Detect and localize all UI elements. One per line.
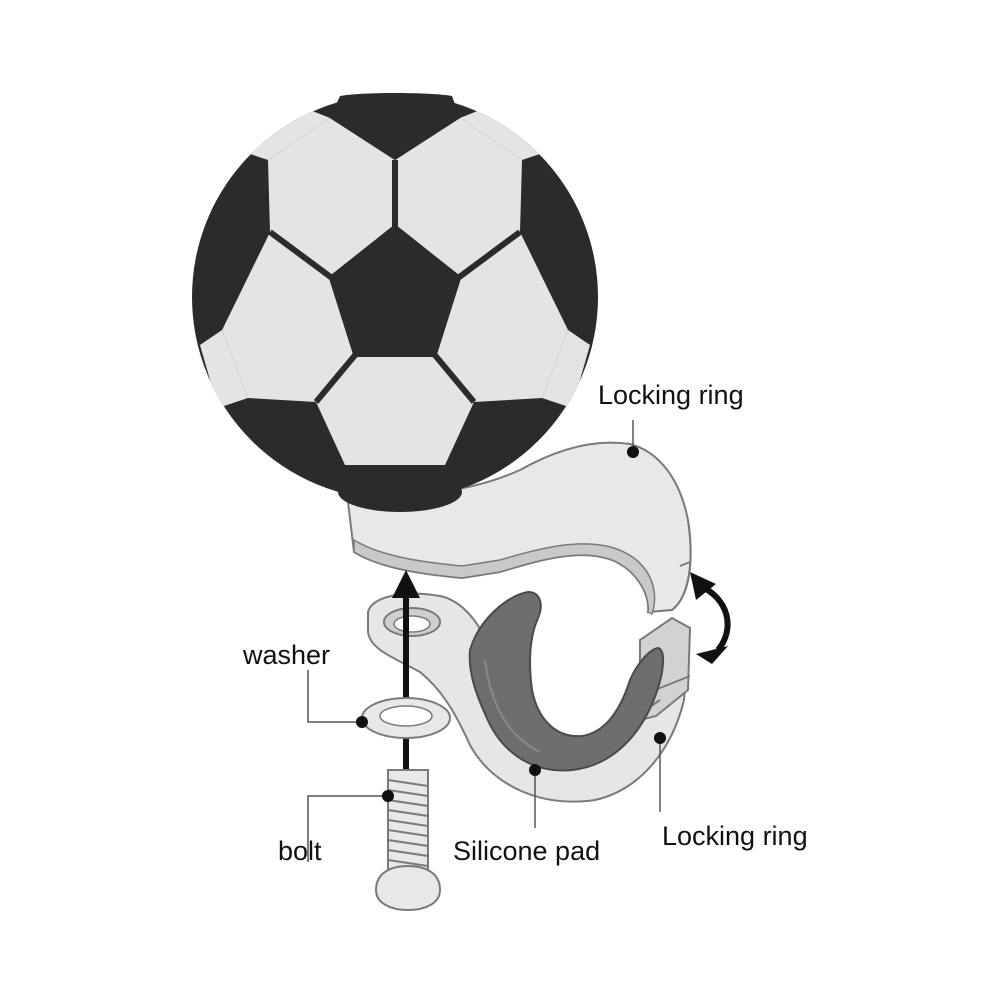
label-bolt: bolt (278, 836, 322, 866)
label-locking-ring-bottom: Locking ring (662, 821, 808, 851)
callout-dot-washer (356, 716, 368, 728)
soccer-ball-icon (192, 93, 598, 512)
arrow-up-icon (392, 570, 420, 770)
lower-clamp-ring (367, 590, 692, 803)
leader-lines (307, 420, 661, 862)
callout-dot-bolt (382, 790, 394, 802)
label-silicone-pad: Silicone pad (453, 836, 601, 866)
curved-double-arrow-icon (690, 572, 731, 664)
callout-dot-locking-bottom (654, 732, 666, 744)
label-locking-ring-top: Locking ring (598, 380, 744, 410)
callout-dot-silicone (529, 764, 541, 776)
callout-dot-locking-top (627, 446, 639, 458)
bolt-part (374, 769, 442, 912)
label-washer: washer (243, 640, 331, 670)
callout-dots (356, 446, 666, 802)
washer-part (361, 697, 451, 739)
